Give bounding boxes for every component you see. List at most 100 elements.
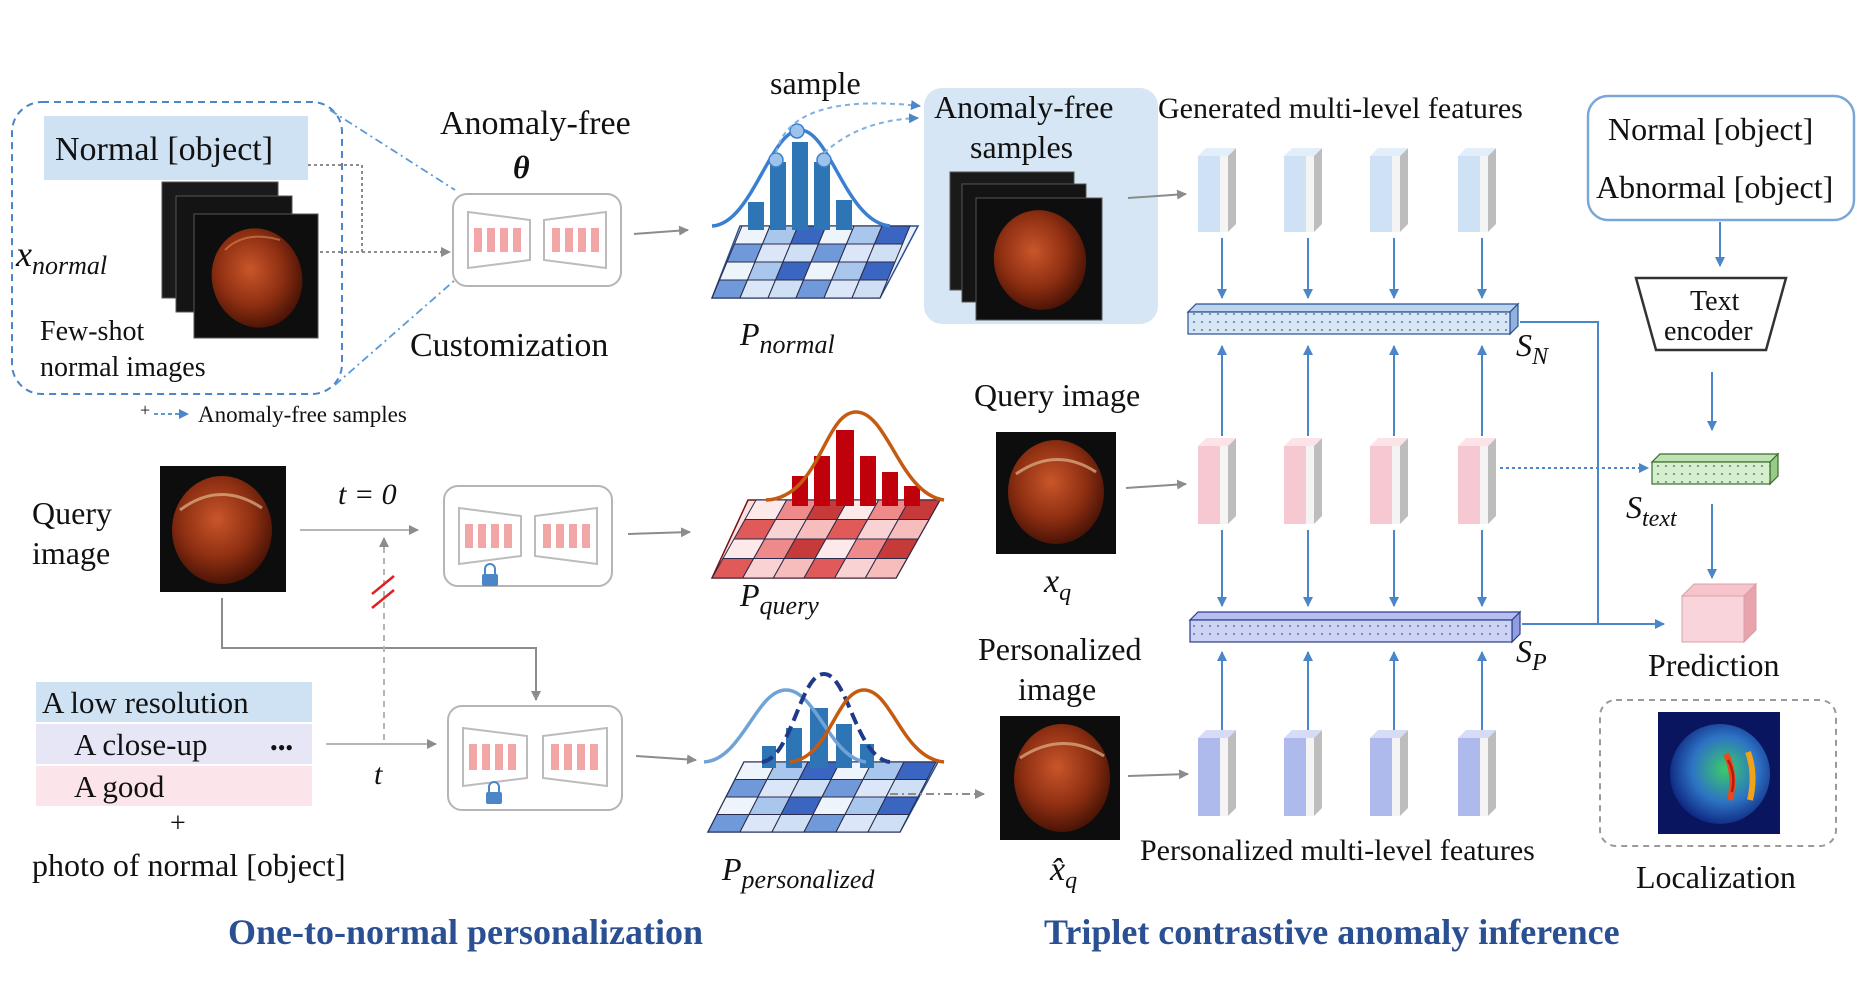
anomaly-free-title: Anomaly-free xyxy=(440,105,631,142)
prompt-low-resolution: A low resolution xyxy=(42,685,249,720)
p-query-label: Pquery xyxy=(739,577,819,620)
text-encoder-line1: Text xyxy=(1690,286,1740,317)
generated-features-label: Generated multi-level features xyxy=(1158,92,1523,125)
few-shot-frame xyxy=(11,101,343,395)
feature-block xyxy=(1458,438,1496,524)
prompt-bg-3 xyxy=(36,766,312,806)
generated-feature-blocks xyxy=(1198,148,1496,232)
lock-icon xyxy=(482,563,498,586)
normal-prompt-text: Normal [object] xyxy=(55,131,273,168)
feature-bar-arrows xyxy=(1217,238,1487,732)
sample-point-3 xyxy=(816,152,832,168)
prompt-ellipsis: ••• xyxy=(270,735,293,760)
query-image-label-line1: Query xyxy=(32,495,112,531)
feature-block xyxy=(1198,148,1236,232)
prompt-bg-2 xyxy=(36,724,312,764)
grid-cell xyxy=(867,814,910,833)
lock-icon xyxy=(486,781,502,804)
anomaly-free-samples-line2: samples xyxy=(970,129,1073,165)
feature-block xyxy=(1458,148,1496,232)
personalized-to-features-arrow xyxy=(1127,769,1189,780)
unet-to-pquery-arrow xyxy=(627,527,691,538)
s-p-label: SP xyxy=(1516,633,1547,676)
text-prompt-normal: Normal [object] xyxy=(1608,111,1813,147)
query-feature-blocks xyxy=(1198,438,1496,524)
personalized-image-line1: Personalized xyxy=(978,631,1142,667)
x-hat-q-label: x̂q xyxy=(1049,851,1077,894)
few-shot-image-stack xyxy=(161,181,319,339)
p-personalized-label: Ppersonalized xyxy=(721,851,875,894)
frozen-diffusion-unet-query xyxy=(443,485,613,587)
prompt-plus: + xyxy=(170,808,186,839)
unet-to-ppersonalized-arrow xyxy=(635,754,697,765)
text-encoder-line2: encoder xyxy=(1664,316,1753,347)
prompt-good: A good xyxy=(74,769,165,804)
feature-block xyxy=(1370,438,1408,524)
legend-plus: + xyxy=(140,400,150,420)
sample-arrow-2 xyxy=(823,113,919,154)
prompt-to-encoder-dotted xyxy=(308,164,363,252)
prediction-block xyxy=(1680,582,1758,644)
customized-diffusion-unet xyxy=(452,193,622,287)
sample-point-2 xyxy=(789,123,805,139)
query-image-label-right: Query image xyxy=(974,377,1140,413)
localization-panel xyxy=(1599,699,1837,847)
p-query-distribution xyxy=(710,410,945,579)
sn-to-prediction-line xyxy=(1520,321,1665,629)
feature-block xyxy=(1198,438,1236,524)
prompt-close-up: A close-up xyxy=(74,727,207,762)
legend-anomaly-free-samples: Anomaly-free samples xyxy=(198,402,407,427)
anomaly-free-samples-line1: Anomaly-free xyxy=(934,89,1113,125)
personalized-image xyxy=(1000,716,1120,840)
query-to-features-arrow xyxy=(1125,479,1187,490)
query-to-personalized-unet-line xyxy=(221,598,541,701)
anomaly-free-image-stack xyxy=(949,171,1103,321)
section-title-left: One-to-normal personalization xyxy=(228,912,703,952)
feature-block xyxy=(1370,148,1408,232)
personalized-image-line2: image xyxy=(1018,671,1096,707)
few-shot-label-line2: normal images xyxy=(40,352,206,383)
t-label: t xyxy=(374,758,383,791)
grid-cell xyxy=(851,279,889,299)
text-prompt-abnormal: Abnormal [object] xyxy=(1596,169,1833,205)
sample-label: sample xyxy=(770,65,861,101)
feature-block xyxy=(1284,730,1322,816)
encoder-to-pnormal-arrow xyxy=(633,225,689,236)
prompt-bg-1 xyxy=(36,682,312,722)
feature-block xyxy=(1284,148,1322,232)
localization-label: Localization xyxy=(1636,859,1796,895)
feature-block xyxy=(1198,730,1236,816)
sample-arrow-1 xyxy=(775,100,921,154)
feature-block xyxy=(1458,730,1496,816)
grid-cell xyxy=(864,558,908,579)
t-zero-label: t = 0 xyxy=(338,478,397,511)
personalized-feature-blocks xyxy=(1198,730,1496,816)
x-normal-label: xnormal xyxy=(15,234,107,280)
s-p-feature-bar xyxy=(1188,610,1522,644)
frame-to-encoder-line-bottom xyxy=(334,279,456,386)
personalized-features-label: Personalized multi-level features xyxy=(1140,834,1535,867)
prompt-photo-normal: photo of normal [object] xyxy=(32,847,346,883)
query-image-label-line2: image xyxy=(32,535,110,571)
localization-heatmap xyxy=(1658,712,1780,834)
p-normal-label: Pnormal xyxy=(739,316,835,359)
text-encoder-block xyxy=(1634,276,1788,352)
query-image-left xyxy=(160,466,286,592)
p-normal-distribution xyxy=(710,123,920,299)
stop-gradient-icon xyxy=(371,575,395,609)
normal-prompt-box xyxy=(44,116,308,180)
prediction-label: Prediction xyxy=(1648,647,1780,683)
frame-to-encoder-line-top xyxy=(329,109,456,191)
x-q-label: xq xyxy=(1043,563,1071,606)
feature-block xyxy=(1370,730,1408,816)
text-prompt-box xyxy=(1586,94,1856,222)
few-shot-label-line1: Few-shot xyxy=(40,316,144,347)
s-text-feature-bar xyxy=(1650,452,1780,486)
samples-to-generated-features-arrow xyxy=(1127,189,1187,200)
s-text-label: Stext xyxy=(1626,489,1678,532)
p-personalized-distribution xyxy=(703,671,945,833)
s-n-feature-bar xyxy=(1186,302,1520,336)
customization-label: Customization xyxy=(410,327,608,364)
sample-point-1 xyxy=(768,152,784,168)
